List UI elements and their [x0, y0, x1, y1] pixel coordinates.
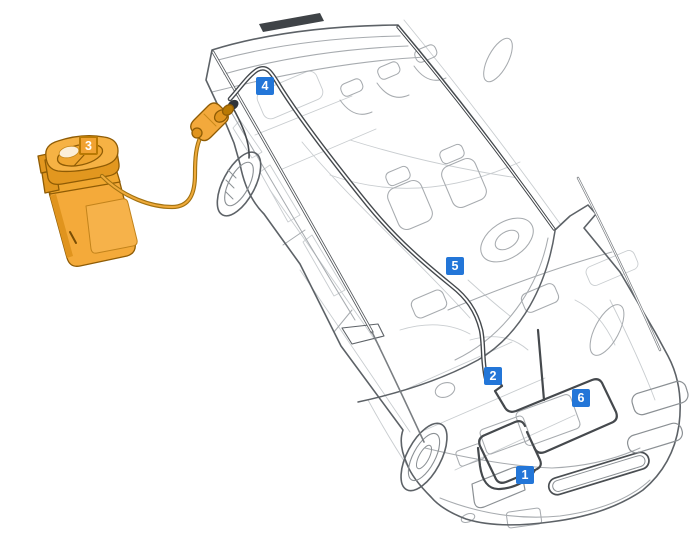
spoiler-brake-light: [259, 13, 324, 32]
fuel-line-run: [227, 66, 618, 491]
callout-3-leader: [73, 154, 85, 167]
nozzle-knob: [191, 127, 203, 139]
canister-body-shade: [50, 194, 73, 258]
callout-5: 5: [446, 257, 464, 275]
dash-cluster: [410, 289, 448, 319]
upper-right-slot: [626, 422, 684, 454]
front-seats: [385, 143, 487, 231]
grille: [547, 451, 650, 496]
roof-rails: [211, 13, 662, 443]
callout-1: 1: [516, 466, 534, 484]
right-headlight: [631, 380, 689, 416]
car-cabin-details: [211, 35, 651, 529]
car-interior-faint-lines: [232, 19, 656, 471]
left-headlight: [471, 466, 526, 509]
steering-wheel: [480, 217, 534, 263]
dashboard-line: [447, 251, 613, 311]
rear-right-wheel: [483, 37, 513, 83]
fuel-hose: [99, 124, 210, 210]
filler-nozzle: [190, 102, 235, 142]
license-plate: [505, 507, 543, 529]
callout-2: 2: [484, 367, 502, 385]
fog-light: [460, 513, 476, 523]
front-right-wheel: [589, 304, 625, 356]
callout-4: 4: [256, 77, 274, 95]
left-mirror: [341, 323, 385, 345]
windshield-outline: [357, 230, 556, 403]
car-silhouette: [205, 24, 681, 526]
fuel-canister: [37, 135, 138, 267]
dash-console: [520, 283, 560, 313]
callout-6: 6: [572, 389, 590, 407]
callout-3: 3: [79, 136, 98, 155]
rear-seats: [339, 44, 447, 115]
rear-left-wheel: [216, 151, 262, 217]
canister-panel: [85, 198, 138, 254]
nozzle-tip: [221, 104, 235, 116]
cap-handle-highlight: [58, 145, 80, 159]
front-left-wheel: [400, 422, 448, 492]
belt-line: [229, 109, 356, 321]
